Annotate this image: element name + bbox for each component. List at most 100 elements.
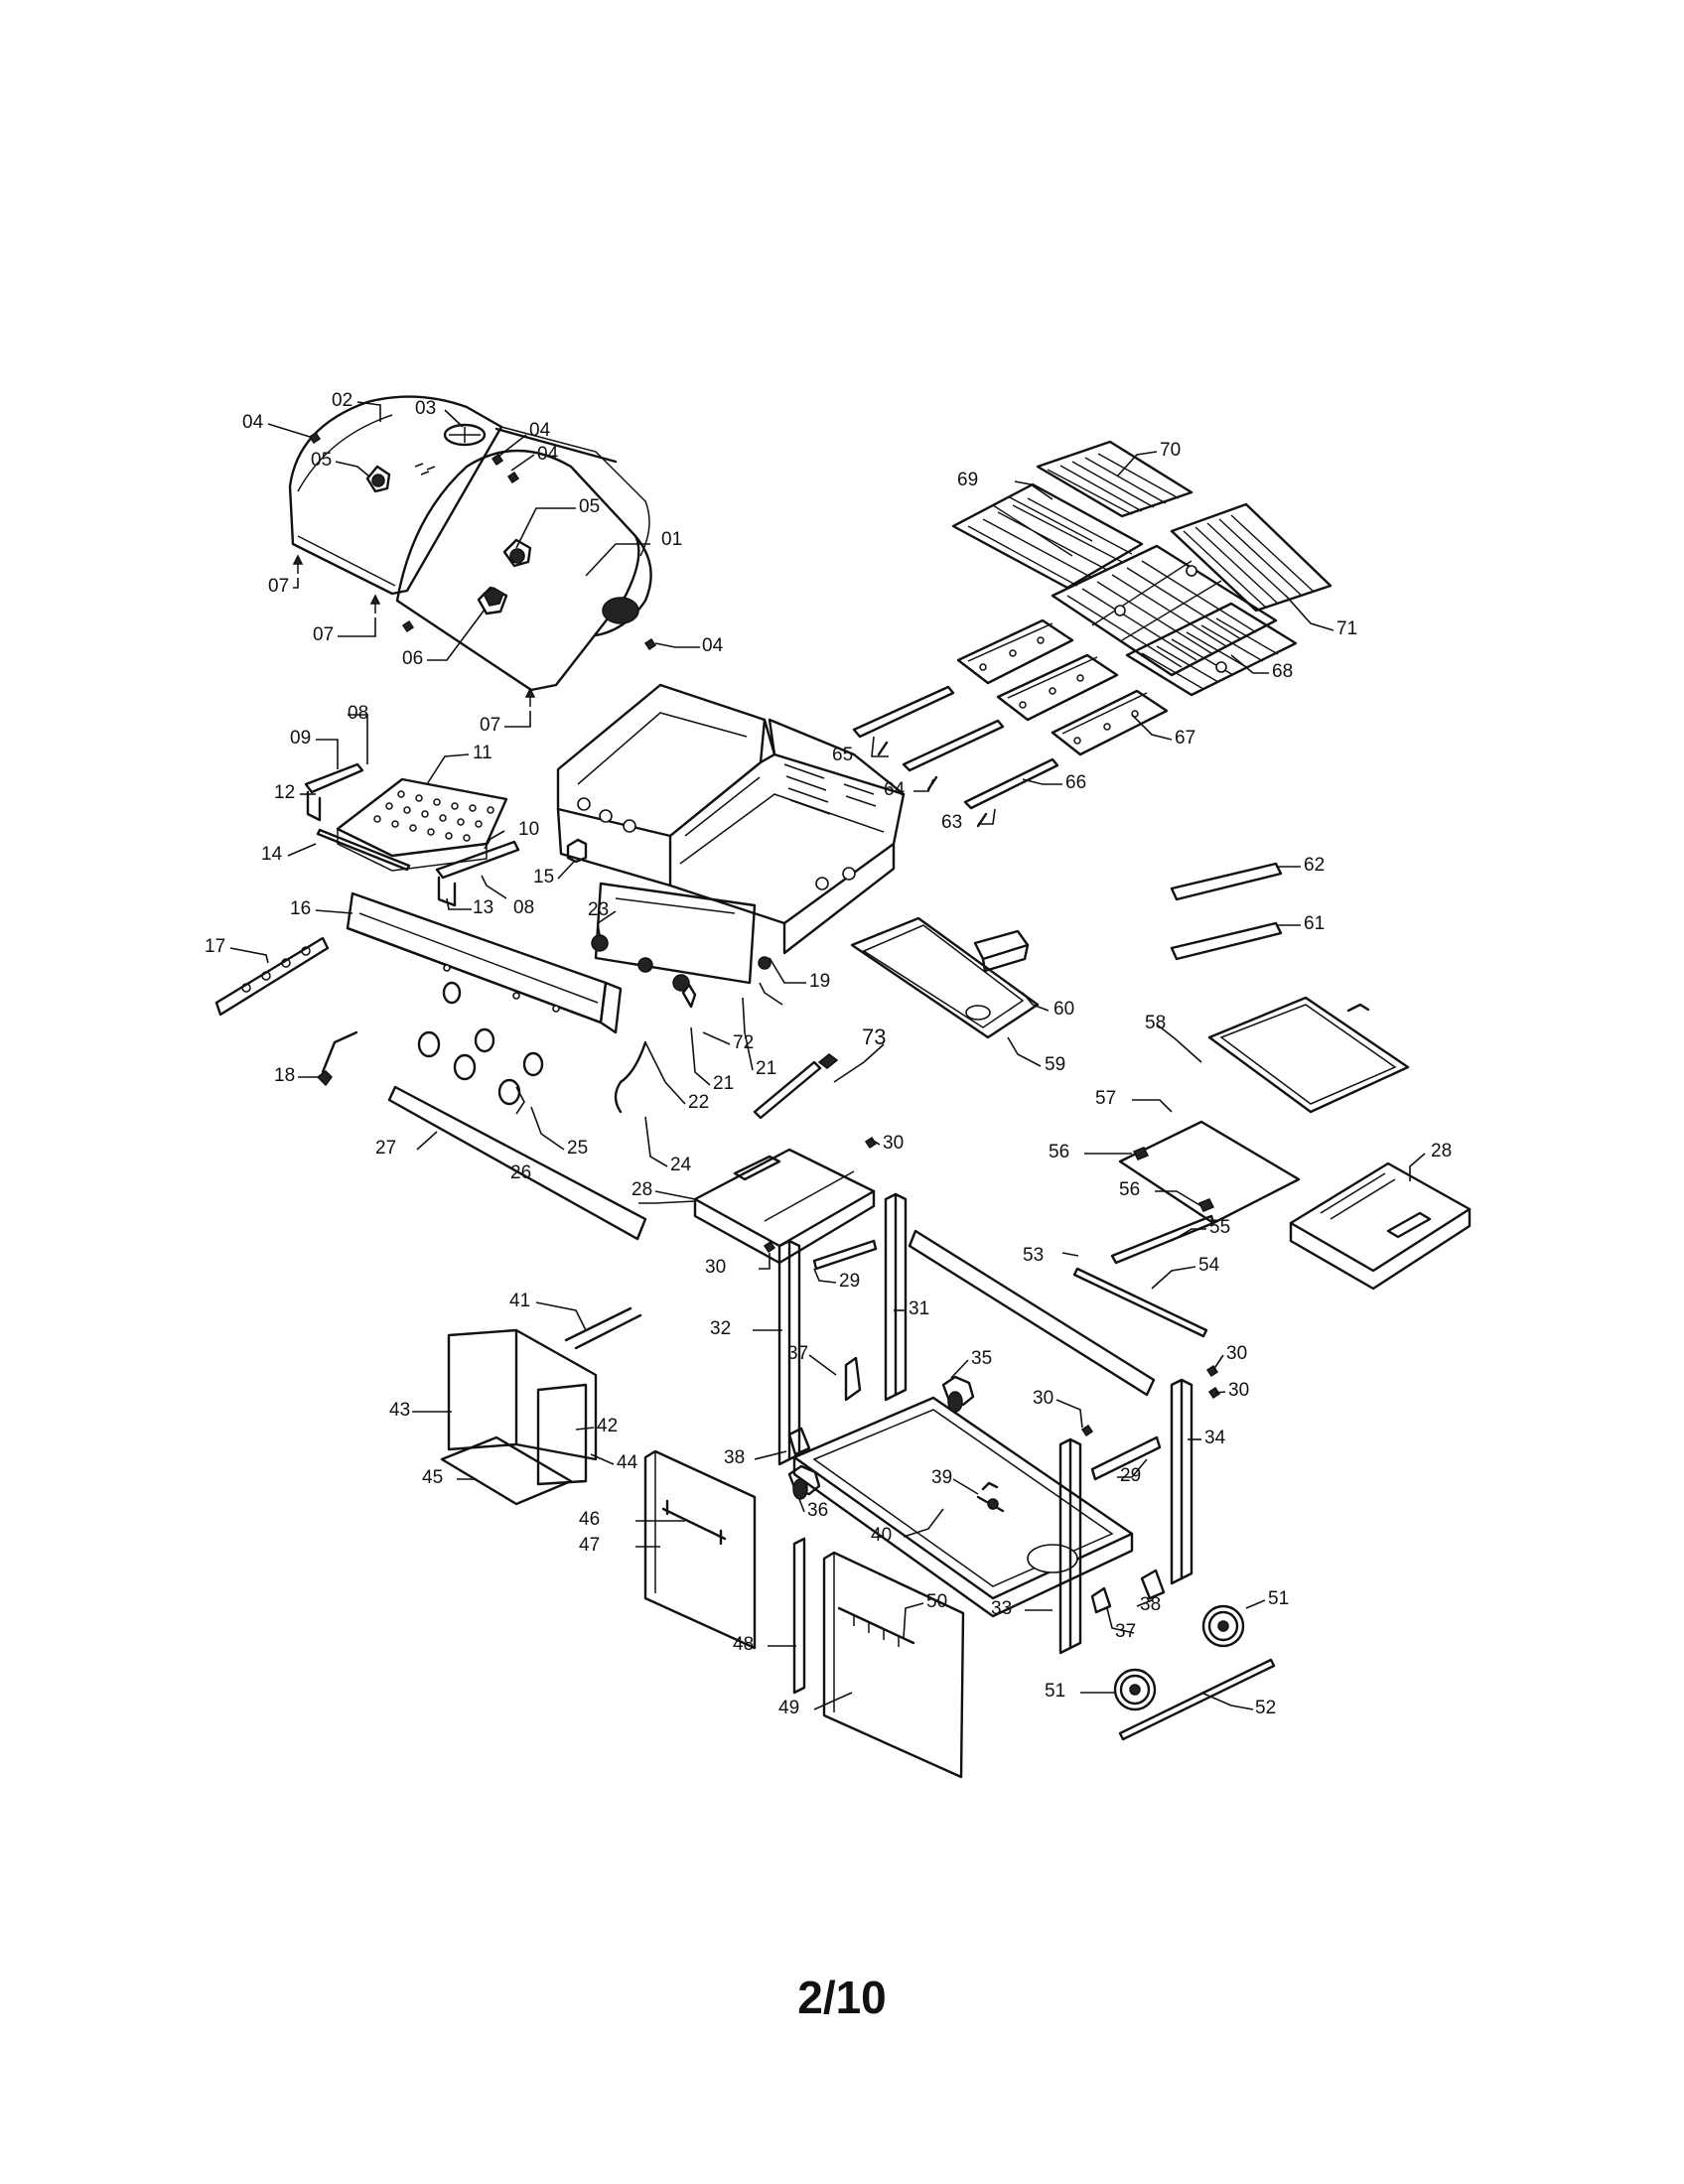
part-label-47: 47 — [579, 1535, 600, 1556]
part-label-59: 59 — [1045, 1054, 1065, 1075]
part-label-04: 04 — [702, 635, 724, 656]
part-label-30: 30 — [883, 1133, 904, 1154]
cart-frame — [763, 1136, 1276, 1741]
part-label-27: 27 — [375, 1138, 396, 1159]
cabinet-panels — [440, 1306, 965, 1779]
part-label-11: 11 — [473, 743, 492, 763]
part-label-62: 62 — [1304, 855, 1325, 876]
part-label-18: 18 — [274, 1065, 295, 1086]
part-label-26: 26 — [510, 1162, 531, 1183]
part-number-labels: 01 02 03 04 04 04 04 05 05 06 07 07 07 0… — [205, 390, 1452, 1718]
part-label-64: 64 — [884, 779, 906, 800]
part-label-72: 72 — [733, 1032, 754, 1053]
part-label-56: 56 — [1049, 1142, 1069, 1162]
part-label-33: 33 — [991, 1598, 1012, 1619]
part-label-63: 63 — [941, 812, 962, 833]
part-label-38: 38 — [1140, 1594, 1161, 1615]
part-label-38: 38 — [724, 1447, 745, 1468]
part-label-32: 32 — [710, 1318, 731, 1339]
part-label-02: 02 — [332, 390, 352, 411]
part-label-57: 57 — [1095, 1088, 1116, 1109]
part-label-45: 45 — [422, 1467, 443, 1488]
part-label-73: 73 — [862, 1024, 886, 1049]
part-label-46: 46 — [579, 1509, 600, 1530]
part-label-55: 55 — [1209, 1217, 1230, 1238]
part-label-43: 43 — [389, 1400, 410, 1421]
part-label-07: 07 — [268, 576, 289, 597]
part-label-50: 50 — [926, 1591, 947, 1612]
part-label-51: 51 — [1268, 1588, 1289, 1609]
part-label-29: 29 — [1120, 1465, 1141, 1486]
part-label-13: 13 — [473, 897, 493, 918]
part-label-66: 66 — [1065, 772, 1086, 793]
part-label-09: 09 — [290, 728, 311, 749]
part-label-04: 04 — [529, 420, 551, 441]
part-label-07: 07 — [313, 624, 334, 645]
part-label-70: 70 — [1160, 440, 1181, 461]
part-label-30: 30 — [1226, 1343, 1247, 1364]
part-label-28: 28 — [1431, 1141, 1452, 1161]
part-label-24: 24 — [670, 1155, 692, 1175]
part-label-35: 35 — [971, 1348, 992, 1369]
part-label-71: 71 — [1336, 618, 1357, 639]
part-label-67: 67 — [1175, 728, 1195, 749]
part-label-39: 39 — [931, 1467, 952, 1488]
part-label-14: 14 — [261, 844, 283, 865]
part-label-05: 05 — [579, 496, 600, 517]
part-label-51: 51 — [1045, 1681, 1065, 1702]
cooking-grates — [852, 440, 1333, 961]
part-label-19: 19 — [809, 971, 830, 992]
part-label-44: 44 — [617, 1452, 638, 1473]
part-label-23: 23 — [588, 899, 609, 920]
part-label-10: 10 — [518, 819, 539, 840]
part-label-28: 28 — [632, 1179, 652, 1200]
part-label-03: 03 — [415, 398, 436, 419]
part-label-12: 12 — [274, 782, 295, 803]
part-label-04: 04 — [242, 412, 264, 433]
part-label-21: 21 — [756, 1058, 776, 1079]
part-label-42: 42 — [597, 1416, 618, 1436]
part-label-61: 61 — [1304, 913, 1325, 934]
part-label-30: 30 — [1228, 1380, 1249, 1401]
part-label-41: 41 — [509, 1291, 530, 1311]
part-label-49: 49 — [778, 1698, 799, 1718]
lid-assembly — [288, 395, 657, 707]
part-label-08: 08 — [348, 703, 368, 724]
part-label-40: 40 — [871, 1525, 892, 1546]
part-label-25: 25 — [567, 1138, 588, 1159]
part-label-16: 16 — [290, 898, 311, 919]
part-label-07: 07 — [480, 715, 500, 736]
page-number: 2/10 — [797, 1972, 887, 2023]
part-label-05: 05 — [311, 450, 332, 471]
part-label-31: 31 — [909, 1298, 929, 1319]
part-label-68: 68 — [1272, 661, 1293, 682]
part-label-34: 34 — [1204, 1428, 1226, 1448]
part-label-69: 69 — [957, 470, 978, 490]
part-label-06: 06 — [402, 648, 423, 669]
part-label-58: 58 — [1145, 1013, 1166, 1033]
part-label-30: 30 — [705, 1257, 726, 1278]
part-label-30: 30 — [1033, 1388, 1053, 1409]
part-label-60: 60 — [1053, 999, 1074, 1020]
part-label-22: 22 — [688, 1092, 709, 1113]
part-label-15: 15 — [533, 867, 554, 887]
part-label-56: 56 — [1119, 1179, 1140, 1200]
part-label-48: 48 — [733, 1634, 754, 1655]
part-label-65: 65 — [832, 745, 853, 765]
part-label-54: 54 — [1198, 1255, 1220, 1276]
side-burner-assembly — [304, 762, 588, 907]
part-label-29: 29 — [839, 1271, 860, 1292]
part-label-08: 08 — [513, 897, 534, 918]
part-label-37: 37 — [1115, 1621, 1136, 1642]
leader-lines — [229, 401, 1426, 1710]
drip-tray-shelves — [693, 916, 1472, 1291]
part-label-52: 52 — [1255, 1698, 1276, 1718]
part-label-04: 04 — [537, 444, 559, 465]
grid-holes — [373, 790, 494, 842]
part-label-37: 37 — [787, 1343, 808, 1364]
firebox — [214, 683, 906, 1241]
part-label-17: 17 — [205, 936, 225, 957]
part-label-53: 53 — [1023, 1245, 1044, 1266]
part-label-01: 01 — [661, 529, 682, 550]
